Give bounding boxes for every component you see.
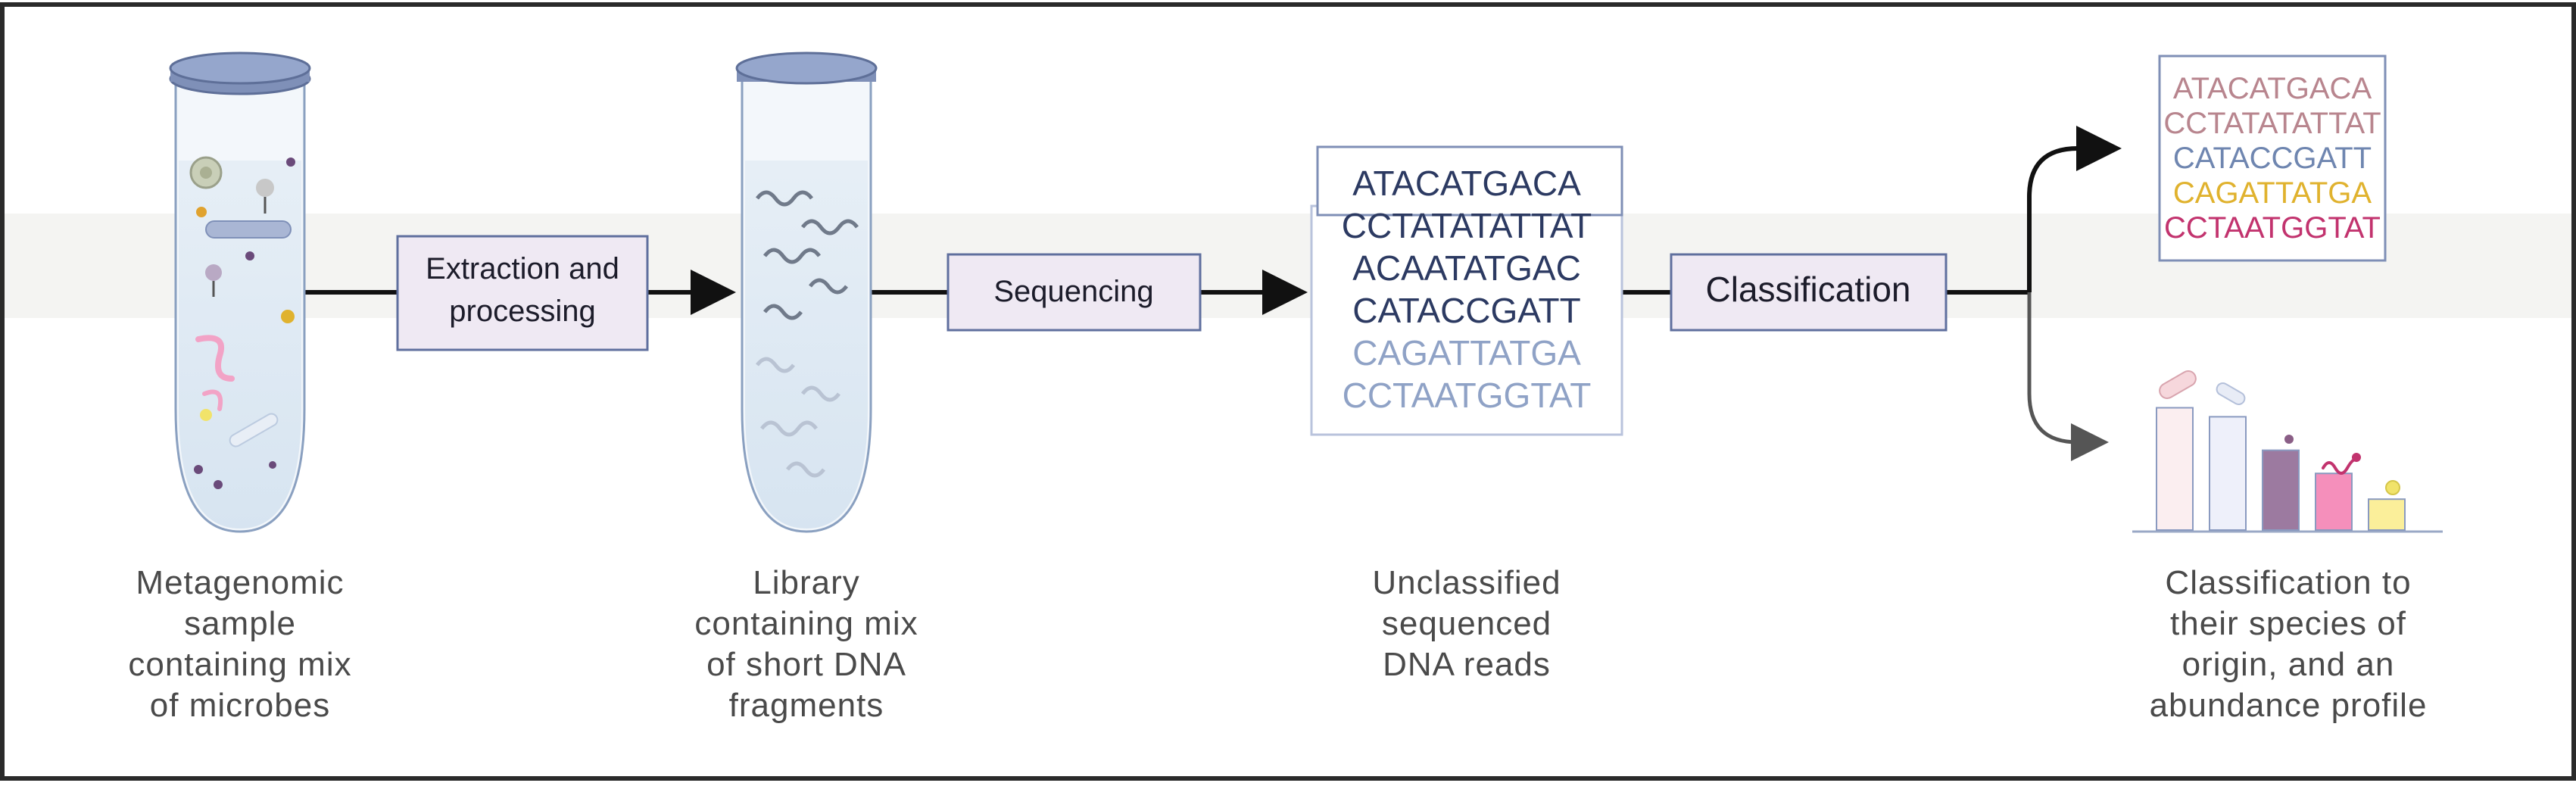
species-cocci-yellow-icon — [2385, 480, 2400, 495]
unclassified-read: CATACCGATT — [1352, 291, 1581, 330]
unclassified-read: CCTAATGGTAT — [1343, 376, 1592, 415]
abundance-bar — [2262, 449, 2300, 531]
svg-text:sequenced: sequenced — [1382, 605, 1552, 642]
library-tube-icon — [735, 51, 878, 533]
svg-text:Library: Library — [753, 564, 860, 601]
sample-caption: Metagenomic sample containing mix of mic… — [128, 564, 351, 724]
svg-text:fragments: fragments — [729, 687, 884, 724]
classification-label: Classification — [1706, 270, 1911, 309]
unclassified-reads-card: ATACATGACACCTATATATTATACAATATGACCATACCGA… — [1310, 145, 1623, 436]
unclassified-read: ATACATGACA — [1352, 164, 1581, 203]
svg-text:abundance profile: abundance profile — [2150, 687, 2428, 724]
classified-read: CAGATTATGA — [2173, 176, 2372, 210]
unclassified-read: CAGATTATGA — [1352, 333, 1581, 373]
extraction-label-line1: Extraction and — [426, 252, 619, 285]
extraction-label-line2: processing — [449, 295, 595, 328]
classified-read-list: ATACATGACACCTATATATTATCATACCGATTCAGATTAT… — [2163, 72, 2381, 245]
unclassified-read-list: ATACATGACACCTATATATTATACAATATGACCATACCGA… — [1342, 164, 1592, 415]
sequencing-label: Sequencing — [993, 275, 1153, 308]
reads-caption: Unclassified sequenced DNA reads — [1372, 564, 1561, 683]
unclassified-read: CCTATATATTAT — [1342, 206, 1592, 245]
abundance-bar — [2209, 416, 2247, 532]
svg-text:of short DNA: of short DNA — [706, 646, 906, 683]
abundance-bars — [2156, 407, 2406, 532]
classified-read: CATACCGATT — [2173, 142, 2372, 175]
abundance-bar — [2315, 473, 2353, 532]
classified-caption: Classification to their species of origi… — [2150, 564, 2428, 724]
classified-read: CCTAATGGTAT — [2164, 211, 2381, 245]
classification-box: Classification — [1670, 253, 1948, 332]
svg-text:of microbes: of microbes — [150, 687, 330, 724]
svg-text:DNA reads: DNA reads — [1383, 646, 1551, 683]
abundance-bar — [2156, 407, 2194, 531]
svg-text:Unclassified: Unclassified — [1372, 564, 1561, 601]
classified-read: ATACATGACA — [2173, 72, 2372, 105]
abundance-profile-chart — [2132, 370, 2443, 533]
species-rod-blue-icon — [2216, 382, 2246, 405]
unclassified-read: ACAATATGAC — [1352, 248, 1581, 288]
species-spiral-pink-icon — [2322, 458, 2358, 475]
svg-text:containing mix: containing mix — [128, 646, 351, 683]
branch-down-arrow — [2027, 292, 2109, 461]
classified-reads-card: ATACATGACACCTATATATTATCATACCGATTCAGATTAT… — [2158, 55, 2387, 262]
sequencing-box: Sequencing — [947, 253, 1202, 332]
svg-text:origin, and an: origin, and an — [2182, 646, 2395, 683]
species-cocci-purple-icon — [2284, 435, 2294, 444]
svg-text:their species of: their species of — [2170, 605, 2406, 642]
abundance-bar — [2368, 498, 2406, 532]
svg-text:containing mix: containing mix — [694, 605, 918, 642]
branch-up-arrow — [2027, 126, 2122, 292]
svg-text:Metagenomic: Metagenomic — [136, 564, 344, 601]
classified-read: CCTATATATTAT — [2163, 107, 2381, 140]
svg-text:Classification to: Classification to — [2165, 564, 2411, 601]
sample-tube-icon — [169, 51, 311, 533]
svg-text:sample: sample — [184, 605, 296, 642]
extraction-box: Extraction and processing — [396, 235, 649, 351]
species-rod-pink-icon — [2159, 370, 2197, 399]
library-caption: Library containing mix of short DNA frag… — [694, 564, 918, 724]
